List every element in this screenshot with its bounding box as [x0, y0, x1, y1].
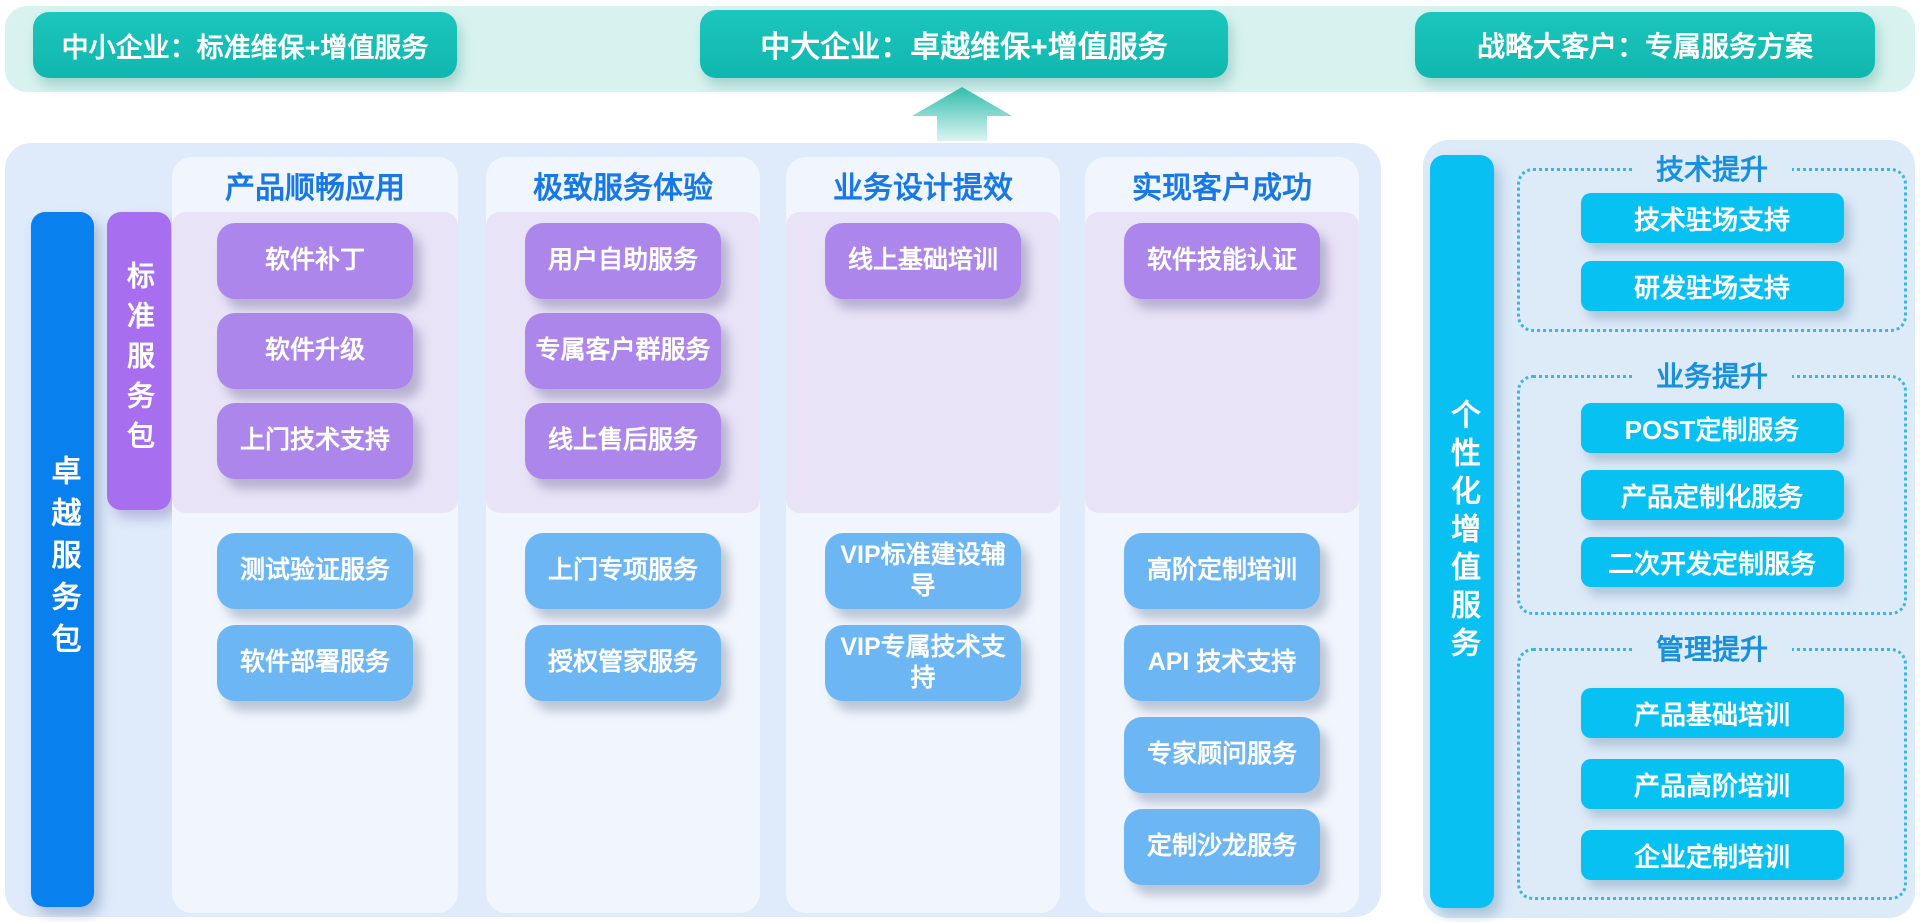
service-chip: 用户自助服务 [525, 223, 721, 299]
service-chip: 研发驻场支持 [1580, 261, 1844, 311]
service-chip: 高阶定制培训 [1124, 533, 1320, 609]
group-management-improvement: 管理提升 产品基础培训 产品高阶培训 企业定制培训 [1517, 631, 1907, 900]
main-panel: 卓越服务包 标准服务包 产品顺畅应用 软件补丁 软件升级 上门技术支持 测试验证… [5, 143, 1381, 917]
service-chip: 产品高阶培训 [1580, 759, 1844, 809]
service-chip: 软件补丁 [217, 223, 413, 299]
service-chip: 专属客户群服务 [525, 313, 721, 389]
service-chip: 线上售后服务 [525, 403, 721, 479]
excellent-services-box: 上门专项服务 授权管家服务 [486, 533, 760, 701]
service-chip: 专家顾问服务 [1124, 717, 1320, 793]
service-chip: 技术驻场支持 [1580, 193, 1844, 243]
service-chip: 上门专项服务 [525, 533, 721, 609]
standard-services-band: 软件补丁 软件升级 上门技术支持 [172, 212, 458, 513]
service-chip: 定制沙龙服务 [1124, 809, 1320, 885]
service-chip: VIP专属技术支持 [825, 625, 1021, 701]
group-title: 技术提升 [1631, 151, 1793, 189]
service-chip: API 技术支持 [1124, 625, 1320, 701]
service-chip: 软件部署服务 [217, 625, 413, 701]
column-header: 产品顺畅应用 [225, 172, 405, 205]
service-chip: 软件升级 [217, 313, 413, 389]
banner-sme: 中小企业：标准维保+增值服务 [33, 12, 457, 78]
excellent-package-bar: 卓越服务包 [31, 212, 94, 907]
service-chip: 二次开发定制服务 [1580, 537, 1844, 587]
excellent-services-box: 测试验证服务 软件部署服务 [172, 533, 458, 701]
banner-strategic: 战略大客户：专属服务方案 [1415, 12, 1875, 78]
service-chip: 产品基础培训 [1580, 688, 1844, 738]
group-title: 管理提升 [1631, 631, 1793, 669]
service-chip: 产品定制化服务 [1580, 470, 1844, 520]
up-arrow-icon [912, 87, 1012, 141]
personalized-services-bar: 个性化增值服务 [1430, 155, 1494, 908]
personalized-services-panel: 个性化增值服务 技术提升 技术驻场支持 研发驻场支持 业务提升 POST定制服务… [1423, 140, 1915, 918]
top-banner-strip: 中小企业：标准维保+增值服务 中大企业：卓越维保+增值服务 战略大客户：专属服务… [5, 6, 1915, 92]
excellent-services-box: 高阶定制培训 API 技术支持 专家顾问服务 定制沙龙服务 [1085, 533, 1359, 885]
column-header: 实现客户成功 [1132, 172, 1312, 205]
column-business-design-efficiency: 业务设计提效 线上基础培训 VIP标准建设辅导 VIP专属技术支持 [786, 157, 1060, 913]
standard-services-band: 用户自助服务 专属客户群服务 线上售后服务 [486, 212, 760, 513]
group-title: 业务提升 [1631, 358, 1793, 396]
service-chip: 授权管家服务 [525, 625, 721, 701]
standard-services-band: 线上基础培训 [786, 212, 1060, 513]
service-chip: POST定制服务 [1580, 403, 1844, 453]
column-header: 业务设计提效 [833, 172, 1013, 205]
service-chip: VIP标准建设辅导 [825, 533, 1021, 609]
excellent-package-label: 卓越服务包 [46, 454, 80, 665]
service-chip: 线上基础培训 [825, 223, 1021, 299]
personalized-services-label: 个性化增值服务 [1446, 398, 1479, 665]
group-tech-improvement: 技术提升 技术驻场支持 研发驻场支持 [1517, 151, 1907, 332]
excellent-services-box: VIP标准建设辅导 VIP专属技术支持 [786, 533, 1060, 701]
column-product-smooth-use: 产品顺畅应用 软件补丁 软件升级 上门技术支持 测试验证服务 软件部署服务 [172, 157, 458, 913]
service-chip: 企业定制培训 [1580, 830, 1844, 880]
group-business-improvement: 业务提升 POST定制服务 产品定制化服务 二次开发定制服务 [1517, 358, 1907, 615]
column-ultimate-service-experience: 极致服务体验 用户自助服务 专属客户群服务 线上售后服务 上门专项服务 授权管家… [486, 157, 760, 913]
column-customer-success: 实现客户成功 软件技能认证 高阶定制培训 API 技术支持 专家顾问服务 定制沙… [1085, 157, 1359, 913]
service-chip: 测试验证服务 [217, 533, 413, 609]
column-header: 极致服务体验 [533, 172, 713, 205]
service-chip: 软件技能认证 [1124, 223, 1320, 299]
standard-package-label: 标准服务包 [124, 261, 155, 461]
banner-mid-large: 中大企业：卓越维保+增值服务 [700, 10, 1228, 78]
service-chip: 上门技术支持 [217, 403, 413, 479]
standard-services-band: 软件技能认证 [1085, 212, 1359, 513]
standard-package-bar: 标准服务包 [107, 212, 171, 510]
